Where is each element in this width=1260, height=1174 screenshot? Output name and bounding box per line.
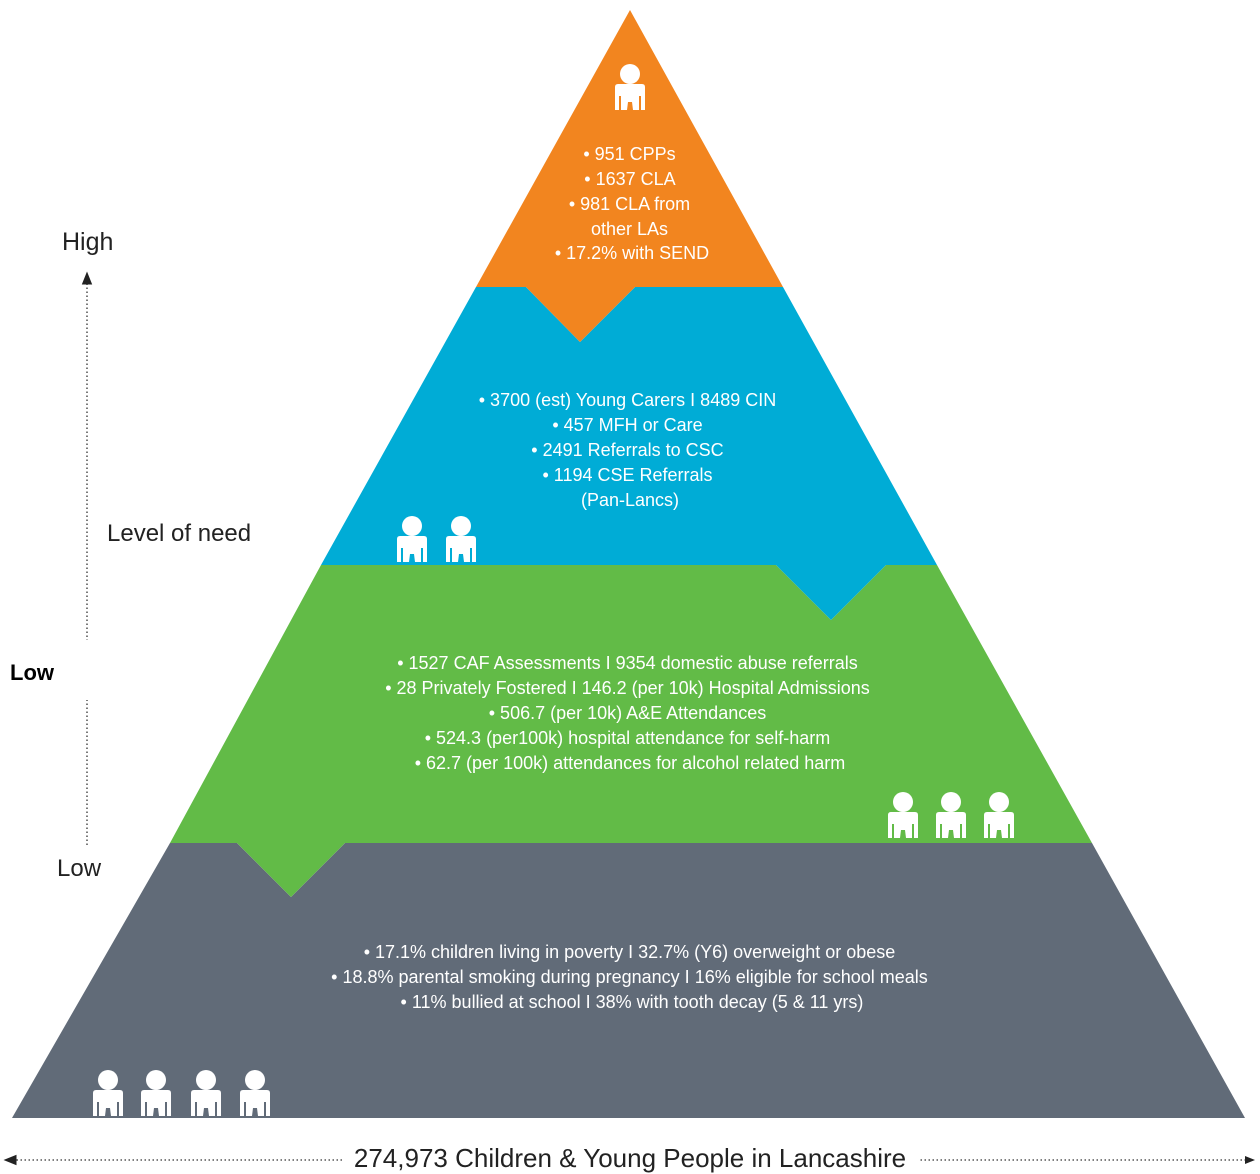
tier-lower-middle-shape [170,565,1092,897]
tier-lower-middle-line: • 1527 CAF Assessments I 9354 domestic a… [397,653,858,673]
tier-top-line: • 981 CLA from [569,194,690,214]
tier-lower-middle-line: • 506.7 (per 10k) A&E Attendances [489,703,766,723]
tier-top-line: • 17.2% with SEND [555,243,709,263]
low-need-label: Low [57,855,102,882]
tier-top-line: other LAs [591,219,668,239]
tier-upper-middle-line: • 2491 Referrals to CSC [531,440,723,460]
tier-top-text: • 951 CPPs • 1637 CLA • 981 CLA from oth… [555,144,709,263]
tier-upper-middle-line: • 457 MFH or Care [552,415,702,435]
tier-top-line: • 1637 CLA [584,169,675,189]
population-label-text: 274,973 Children & Young People in Lanca… [341,1143,919,1173]
tier-lower-middle-line: • 524.3 (per100k) hospital attendance fo… [425,728,831,748]
tier-upper-middle-text: • 3700 (est) Young Carers I 8489 CIN • 4… [479,390,782,510]
low-bold-label: Low [10,660,54,685]
tier-base-line: • 11% bullied at school I 38% with tooth… [401,992,864,1012]
level-of-need-label: Level of need [107,520,252,547]
tier-base-shape [12,843,1245,1118]
tier-lower-middle-line: • 62.7 (per 100k) attendances for alcoho… [415,753,846,773]
tier-upper-middle-line: • 3700 (est) Young Carers I 8489 CIN [479,390,776,410]
tier-lower-middle-line: • 28 Privately Fostered I 146.2 (per 10k… [385,678,870,698]
tier-base-line: • 18.8% parental smoking during pregnanc… [331,967,928,987]
population-axis-label: 274,973 Children & Young People in Lanca… [0,1143,1260,1174]
tier-base-line: • 17.1% children living in poverty I 32.… [364,942,896,962]
high-need-label: High [62,228,114,256]
tier-base-text: • 17.1% children living in poverty I 32.… [331,942,933,1012]
tier-top-line: • 951 CPPs [583,144,675,164]
tier-lower-middle-text: • 1527 CAF Assessments I 9354 domestic a… [385,653,875,773]
tier-upper-middle-line: • 1194 CSE Referrals [542,465,712,485]
tier-top-shape [476,10,783,342]
tier-upper-middle-line: (Pan-Lancs) [581,490,679,510]
